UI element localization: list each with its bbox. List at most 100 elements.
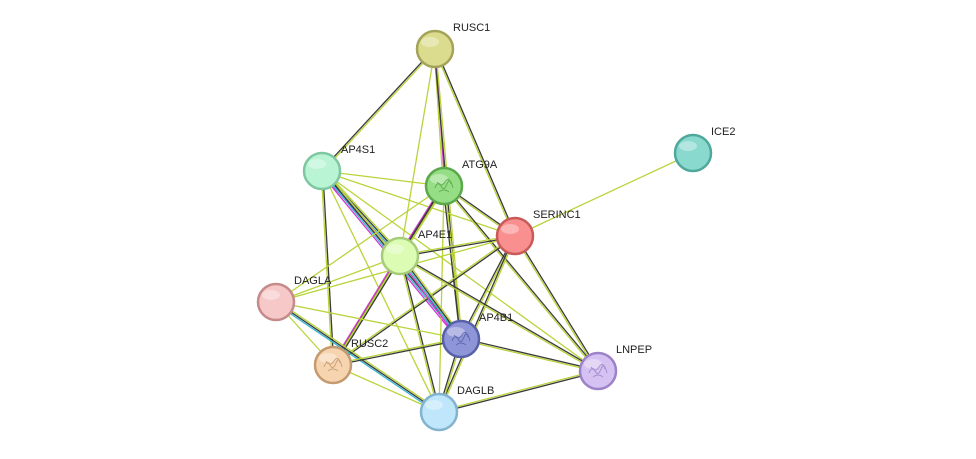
edge-evidence-line xyxy=(332,339,462,367)
edge-serinc1-rusc2 xyxy=(331,234,517,367)
edge-evidence-line xyxy=(513,235,598,373)
edge-evidence-line xyxy=(274,302,439,414)
edge-ice2-serinc1 xyxy=(514,152,694,237)
edge-evidence-line xyxy=(515,234,600,372)
edge-rusc1-ap4s1 xyxy=(320,47,437,173)
node-circle[interactable] xyxy=(380,236,420,276)
node-circle[interactable] xyxy=(578,351,618,391)
node-circle[interactable] xyxy=(256,282,296,322)
edge-ap4e1-lnpep xyxy=(398,254,600,373)
node-highlight xyxy=(386,244,404,254)
node-label: DAGLA xyxy=(294,275,332,287)
edge-evidence-line xyxy=(331,234,516,365)
edge-evidence-line xyxy=(398,255,439,413)
edge-evidence-line xyxy=(444,185,463,340)
node-label: ICE2 xyxy=(711,126,735,138)
node-ice2[interactable]: ICE2 xyxy=(673,126,735,173)
node-highlight xyxy=(679,141,697,151)
edge-ap4b1-rusc2 xyxy=(332,337,462,367)
node-label: LNPEP xyxy=(616,344,652,356)
node-label: RUSC1 xyxy=(453,22,490,34)
node-circle[interactable] xyxy=(495,216,535,256)
edge-rusc1-ap4e1 xyxy=(399,48,436,257)
edge-evidence-line xyxy=(332,337,462,365)
node-label: ATG9A xyxy=(462,159,498,171)
node-label: AP4E1 xyxy=(418,229,452,241)
edge-evidence-line xyxy=(442,185,599,373)
node-highlight xyxy=(421,37,439,47)
edge-evidence-line xyxy=(323,168,403,256)
node-lnpep[interactable]: LNPEP xyxy=(578,344,652,391)
edge-evidence-line xyxy=(514,152,694,237)
node-highlight xyxy=(425,400,443,410)
edge-evidence-line xyxy=(321,48,437,173)
edge-lnpep-daglb xyxy=(438,369,599,414)
edge-atg9a-lnpep xyxy=(442,184,600,373)
edge-dagla-daglb xyxy=(274,300,441,414)
edge-evidence-line xyxy=(399,236,516,258)
node-highlight xyxy=(308,159,326,169)
edge-ap4s1-atg9a xyxy=(321,170,445,187)
node-serinc1[interactable]: SERINC1 xyxy=(495,209,581,256)
node-rusc1[interactable]: RUSC1 xyxy=(415,22,490,69)
edge-evidence-line xyxy=(459,234,515,340)
edge-evidence-line xyxy=(322,170,335,366)
node-rusc2[interactable]: RUSC2 xyxy=(313,338,388,385)
node-dagla[interactable]: DAGLA xyxy=(256,275,332,322)
node-highlight xyxy=(447,327,465,337)
node-label: SERINC1 xyxy=(533,209,581,221)
edge-evidence-line xyxy=(460,339,599,373)
edge-rusc1-serinc1 xyxy=(433,48,517,237)
node-ap4e1[interactable]: AP4E1 xyxy=(380,229,452,276)
node-atg9a[interactable]: ATG9A xyxy=(424,159,498,206)
node-highlight xyxy=(262,290,280,300)
edge-atg9a-ap4b1 xyxy=(442,185,463,340)
edge-evidence-line xyxy=(399,234,516,256)
edge-rusc2-daglb xyxy=(332,364,440,413)
node-circle[interactable] xyxy=(302,151,342,191)
edge-evidence-line xyxy=(332,236,517,367)
edge-serinc1-daglb xyxy=(437,235,517,413)
edge-evidence-line xyxy=(433,48,515,237)
node-highlight xyxy=(319,353,337,363)
edge-ap4s1-lnpep xyxy=(321,170,599,372)
edge-evidence-line xyxy=(275,301,462,340)
node-daglb[interactable]: DAGLB xyxy=(419,385,494,432)
edge-ap4e1-daglb xyxy=(398,255,441,413)
node-circle[interactable] xyxy=(424,166,464,206)
edge-serinc1-lnpep xyxy=(513,234,600,373)
structure-thumbnail-icon xyxy=(323,357,343,372)
edge-evidence-line xyxy=(320,47,436,172)
edge-evidence-line xyxy=(320,170,333,366)
edge-evidence-line xyxy=(460,337,599,371)
edge-evidence-line xyxy=(399,254,600,371)
edge-evidence-line xyxy=(442,185,461,340)
edge-evidence-line xyxy=(275,301,440,413)
node-circle[interactable] xyxy=(673,133,713,173)
node-circle[interactable] xyxy=(415,29,455,69)
structure-thumbnail-icon xyxy=(588,363,608,378)
edge-evidence-line xyxy=(275,185,445,303)
edge-evidence-line xyxy=(438,369,599,412)
node-highlight xyxy=(430,174,448,184)
edge-evidence-line xyxy=(399,48,436,257)
node-circle[interactable] xyxy=(419,392,459,432)
edge-dagla-ap4b1 xyxy=(275,301,462,340)
structure-thumbnail-icon xyxy=(434,178,454,193)
edge-evidence-line xyxy=(321,170,445,187)
edge-ap4e1-dagla xyxy=(275,255,401,303)
node-ap4b1[interactable]: AP4B1 xyxy=(441,312,513,359)
node-ap4s1[interactable]: AP4S1 xyxy=(302,144,375,191)
node-label: AP4S1 xyxy=(341,144,375,156)
node-highlight xyxy=(584,359,602,369)
edge-ap4s1-rusc2 xyxy=(320,170,335,366)
edge-evidence-line xyxy=(400,255,441,413)
edge-evidence-line xyxy=(276,300,441,412)
node-circle[interactable] xyxy=(313,345,353,385)
edge-evidence-line xyxy=(435,48,517,237)
node-circle[interactable] xyxy=(441,319,481,359)
edge-evidence-line xyxy=(321,170,599,372)
edge-evidence-line xyxy=(330,254,400,365)
